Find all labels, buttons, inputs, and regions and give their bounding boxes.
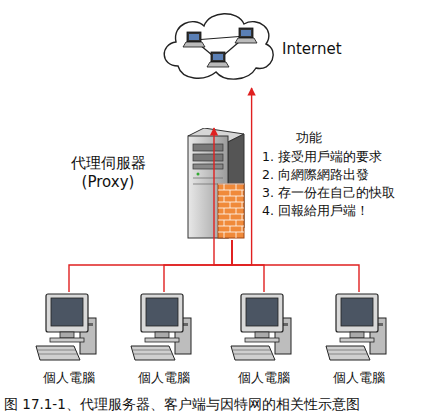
function-heading: 功能 <box>296 130 322 146</box>
client-pc: 個人電腦 <box>324 292 394 390</box>
client-pc: 個人電腦 <box>34 292 104 390</box>
lan-wire <box>214 88 252 265</box>
cloud-node: Internet <box>158 4 278 88</box>
pc-icon <box>34 292 104 364</box>
client-pc: 個人電腦 <box>229 292 299 390</box>
pc-label: 個人電腦 <box>34 370 104 386</box>
lan-wire <box>232 240 264 292</box>
client-pc: 個人電腦 <box>129 292 199 390</box>
function-item: 4. 回報給用戶端！ <box>262 203 369 219</box>
function-item: 3. 存一份在自己的快取 <box>262 185 395 201</box>
pc-label: 個人電腦 <box>129 370 199 386</box>
lan-wire <box>164 240 232 292</box>
lan-wire <box>69 240 232 292</box>
server-tower <box>182 128 246 240</box>
pc-label: 個人電腦 <box>324 370 394 386</box>
function-item: 2. 向網際網路出發 <box>262 167 369 183</box>
figure-caption: 图 17.1-1、代理服务器、客户端与因特网的相关性示意图 <box>4 396 360 413</box>
pc-label: 個人電腦 <box>229 370 299 386</box>
function-item: 1. 接受用戶端的要求 <box>262 149 382 165</box>
pc-icon <box>129 292 199 364</box>
lan-wire <box>232 240 359 292</box>
server-label: 代理伺服器 (Proxy) <box>52 154 164 192</box>
proxy-server: 代理伺服器 (Proxy) <box>182 128 246 240</box>
cloud-shape <box>158 4 278 88</box>
pc-icon <box>229 292 299 364</box>
firewall-bricks <box>218 184 244 238</box>
pc-icon <box>324 292 394 364</box>
cloud-label: Internet <box>282 40 362 59</box>
